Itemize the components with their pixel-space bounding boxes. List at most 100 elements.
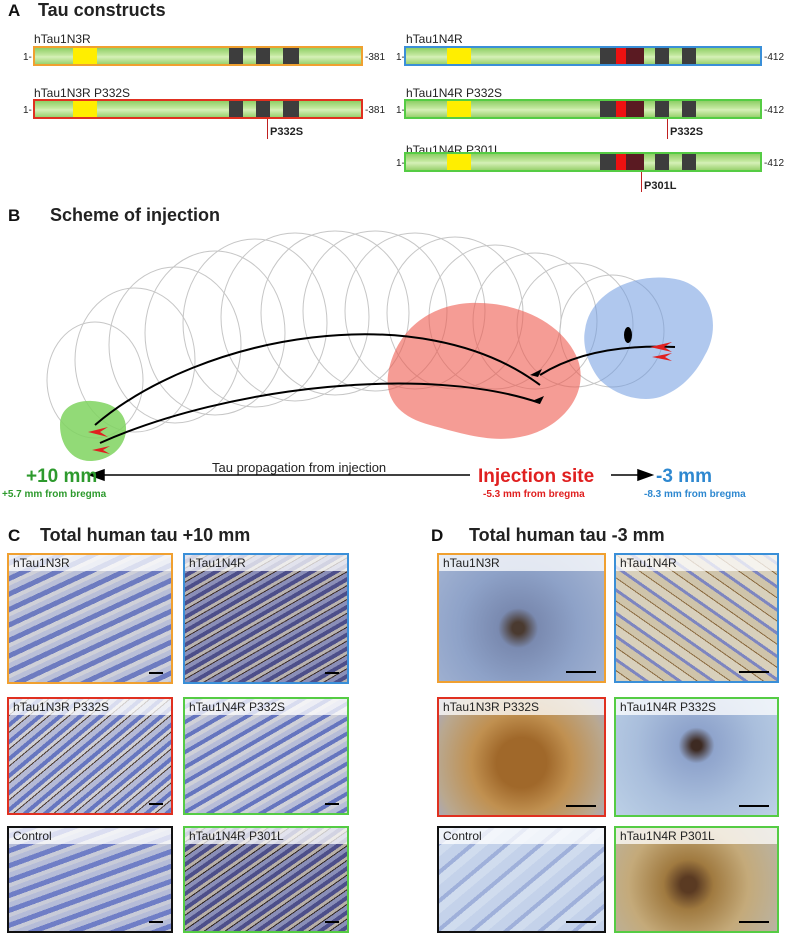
injection-site-label: Injection site [478, 466, 595, 487]
construct-start: 1- [396, 52, 405, 63]
n-terminal-insert [447, 48, 471, 64]
scale-bar [566, 921, 596, 923]
right-distance-value: -3 mm [656, 466, 712, 487]
construct-end: -412 [764, 52, 785, 63]
repeat-r2-dark [626, 48, 644, 64]
repeat-r4 [682, 154, 696, 170]
construct-bar-htau1n4r-p301l [404, 152, 762, 172]
repeat-r1 [600, 154, 616, 170]
mutation-marker-line [267, 119, 268, 139]
n-terminal-insert [73, 48, 97, 64]
propagation-label: Tau propagation from injection [212, 460, 387, 475]
mutation-label-p332s: P332S [270, 126, 304, 138]
n-terminal-insert [447, 101, 471, 117]
repeat-r4 [283, 48, 299, 64]
repeat-r3 [655, 101, 669, 117]
micrograph-label: hTau1N4R P301L [616, 828, 777, 844]
construct-end: -412 [764, 105, 785, 116]
micrograph-label: Control [439, 828, 604, 844]
red-injection-section [387, 302, 581, 439]
panel-a-letter: A [8, 1, 21, 20]
repeat-r2 [616, 101, 626, 117]
repeat-r2-dark [626, 154, 644, 170]
repeat-r4 [283, 101, 299, 117]
scale-bar [149, 672, 163, 674]
micrograph-d-htau1n3r: hTau1N3R [437, 553, 606, 683]
left-distance-sub: +5.7 mm from bregma [2, 489, 107, 500]
repeat-r3 [256, 101, 270, 117]
n-terminal-insert [73, 101, 97, 117]
propagation-arrow [87, 468, 655, 482]
repeat-r3 [655, 154, 669, 170]
repeat-r2-dark [626, 101, 644, 117]
construct-end: -381 [365, 52, 386, 63]
panel-b-title: Scheme of injection [50, 205, 221, 225]
scale-bar [325, 672, 339, 674]
micrograph-c-control: Control [7, 826, 173, 933]
micrograph-label: hTau1N4R [616, 555, 777, 571]
scale-bar [149, 803, 163, 805]
micrograph-label: hTau1N3R P332S [439, 699, 604, 715]
construct-bar-htau1n4r [404, 46, 762, 66]
construct-label-htau1n3r: hTau1N3R [34, 32, 91, 46]
neurons-black [530, 327, 632, 404]
scale-bar [149, 921, 163, 923]
micrograph-label: hTau1N4R [185, 555, 347, 571]
construct-start: 1- [396, 105, 405, 116]
construct-start: 1- [23, 105, 32, 116]
micrograph-d-control: Control [437, 826, 606, 933]
panel-d-letter: D [431, 526, 444, 545]
repeat-r4 [682, 101, 696, 117]
micrograph-label: hTau1N4R P332S [185, 699, 347, 715]
micrograph-c-htau1n4r-p301l: hTau1N4R P301L [183, 826, 349, 933]
repeat-r1 [600, 48, 616, 64]
neurons-red [88, 342, 672, 454]
scale-bar [739, 805, 769, 807]
micrograph-label: Control [9, 828, 171, 844]
micrograph-d-htau1n4r-p301l: hTau1N4R P301L [614, 826, 779, 933]
micrograph-c-htau1n3r-p332s: hTau1N3R P332S [7, 697, 173, 815]
repeat-r4 [682, 48, 696, 64]
construct-bar-htau1n3r-p332s [33, 99, 363, 119]
micrograph-label: hTau1N3R P332S [9, 699, 171, 715]
micrograph-label: hTau1N4R P332S [616, 699, 777, 715]
brain-scheme-illustration [46, 230, 713, 482]
repeat-r2 [616, 154, 626, 170]
construct-end: -381 [365, 105, 386, 116]
micrograph-label: hTau1N3R [9, 555, 171, 571]
construct-label-htau1n4r: hTau1N4R [406, 32, 463, 46]
mutation-marker-line [667, 119, 668, 139]
panel-b-letter: B [8, 206, 21, 225]
panel-d-title: Total human tau -3 mm [469, 525, 665, 545]
construct-label-htau1n4r-p332s: hTau1N4R P332S [406, 86, 503, 100]
micrograph-d-htau1n4r: hTau1N4R [614, 553, 779, 683]
mutation-label-p301l: P301L [644, 180, 677, 192]
scale-bar [739, 671, 769, 673]
construct-bar-htau1n3r [33, 46, 363, 66]
repeat-r1 [229, 101, 243, 117]
panel-a-title: Tau constructs [38, 0, 166, 20]
construct-bar-htau1n4r-p332s [404, 99, 762, 119]
blue-section [584, 277, 713, 400]
injection-site-sub: -5.3 mm from bregma [483, 489, 585, 500]
mutation-label-p332s: P332S [670, 126, 704, 138]
scale-bar [566, 805, 596, 807]
micrograph-label: hTau1N3R [439, 555, 604, 571]
construct-end: -412 [764, 158, 785, 169]
repeat-r3 [256, 48, 270, 64]
panel-c-letter: C [8, 526, 21, 545]
micrograph-d-htau1n3r-p332s: hTau1N3R P332S [437, 697, 606, 817]
scale-bar [325, 803, 339, 805]
micrograph-c-htau1n4r: hTau1N4R [183, 553, 349, 684]
mutation-marker-line [641, 172, 642, 192]
micrograph-d-htau1n4r-p332s: hTau1N4R P332S [614, 697, 779, 817]
right-distance-sub: -8.3 mm from bregma [644, 489, 746, 500]
scale-bar [739, 921, 769, 923]
repeat-r2 [616, 48, 626, 64]
micrograph-label: hTau1N4R P301L [185, 828, 347, 844]
scale-bar [566, 671, 596, 673]
micrograph-c-htau1n4r-p332s: hTau1N4R P332S [183, 697, 349, 815]
construct-start: 1- [23, 52, 32, 63]
panel-c-title: Total human tau +10 mm [40, 525, 251, 545]
left-distance-value: +10 mm [26, 466, 98, 487]
